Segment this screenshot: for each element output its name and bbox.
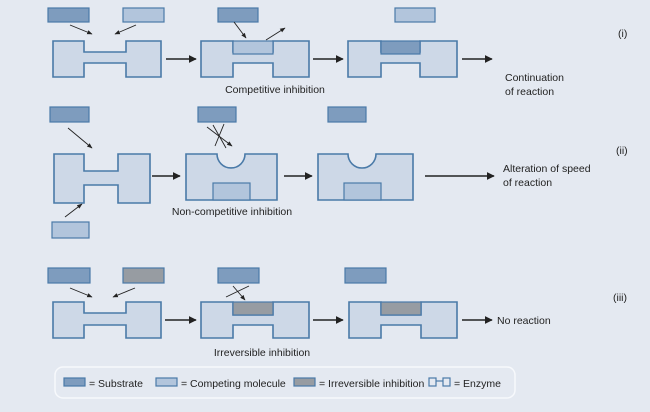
row-label: (i): [618, 28, 627, 40]
arrow: [69, 287, 93, 298]
substrate: [217, 7, 259, 23]
block-cross-icon: [225, 285, 250, 298]
substrate: [47, 7, 90, 23]
row-irreversible: Irreversible inhibition No reaction (iii…: [47, 267, 627, 359]
arrow: [232, 285, 246, 301]
legend-enzyme: = Enzyme: [454, 378, 501, 390]
outcome: Alteration of speed: [503, 163, 591, 175]
substrate: [327, 106, 367, 123]
outcome: Continuation: [505, 72, 564, 84]
enzyme: [52, 40, 162, 78]
row-non-competitive: Non-competitive inhibition Alteration of…: [49, 106, 628, 239]
irreversible-inhibitor: [232, 301, 274, 316]
substrate: [344, 267, 387, 284]
legend-irreversible-swatch: [293, 377, 316, 387]
competing-molecule: [343, 182, 382, 201]
outcome: of reaction: [505, 86, 554, 98]
irreversible-inhibitor: [380, 301, 422, 316]
outcome: of reaction: [503, 177, 552, 189]
arrow: [67, 127, 93, 149]
legend-substrate: = Substrate: [89, 378, 143, 390]
enzyme: [52, 301, 162, 339]
outcome: No reaction: [497, 315, 551, 327]
caption: Non-competitive inhibition: [172, 206, 292, 218]
arrow: [114, 24, 137, 35]
substrate: [380, 40, 421, 55]
caption: Competitive inhibition: [225, 84, 325, 96]
competing-molecule: [122, 7, 165, 23]
legend-competing: = Competing molecule: [181, 378, 286, 390]
legend-enzyme-icon: [428, 377, 451, 387]
arrow: [69, 24, 93, 35]
legend-irreversible: = Irreversible inhibition: [319, 378, 425, 390]
row-label: (ii): [616, 145, 628, 157]
competing-molecule: [394, 7, 436, 23]
substrate: [47, 267, 91, 284]
enzyme: [185, 153, 278, 201]
caption: Irreversible inhibition: [214, 347, 310, 359]
legend-box: [54, 366, 516, 399]
enzyme: [53, 153, 151, 204]
substrate: [197, 106, 237, 123]
substrate: [217, 267, 260, 284]
row-competitive: Competitive inhibition Continuation of r…: [47, 7, 627, 98]
legend-competing-swatch: [155, 377, 178, 387]
irreversible-inhibitor: [122, 267, 165, 284]
arrow: [64, 203, 83, 218]
competing-molecule: [232, 40, 274, 55]
row-label: (iii): [613, 292, 627, 304]
arrow: [112, 287, 136, 298]
competing-molecule: [212, 182, 251, 201]
block-cross-icon: [212, 123, 227, 149]
competing-molecule: [51, 221, 90, 239]
arrow: [265, 27, 286, 41]
arrow: [233, 21, 247, 39]
legend-substrate-swatch: [63, 377, 86, 387]
enzyme: [317, 153, 414, 201]
legend: = Substrate = Competing molecule = Irrev…: [54, 366, 516, 399]
substrate: [49, 106, 90, 123]
